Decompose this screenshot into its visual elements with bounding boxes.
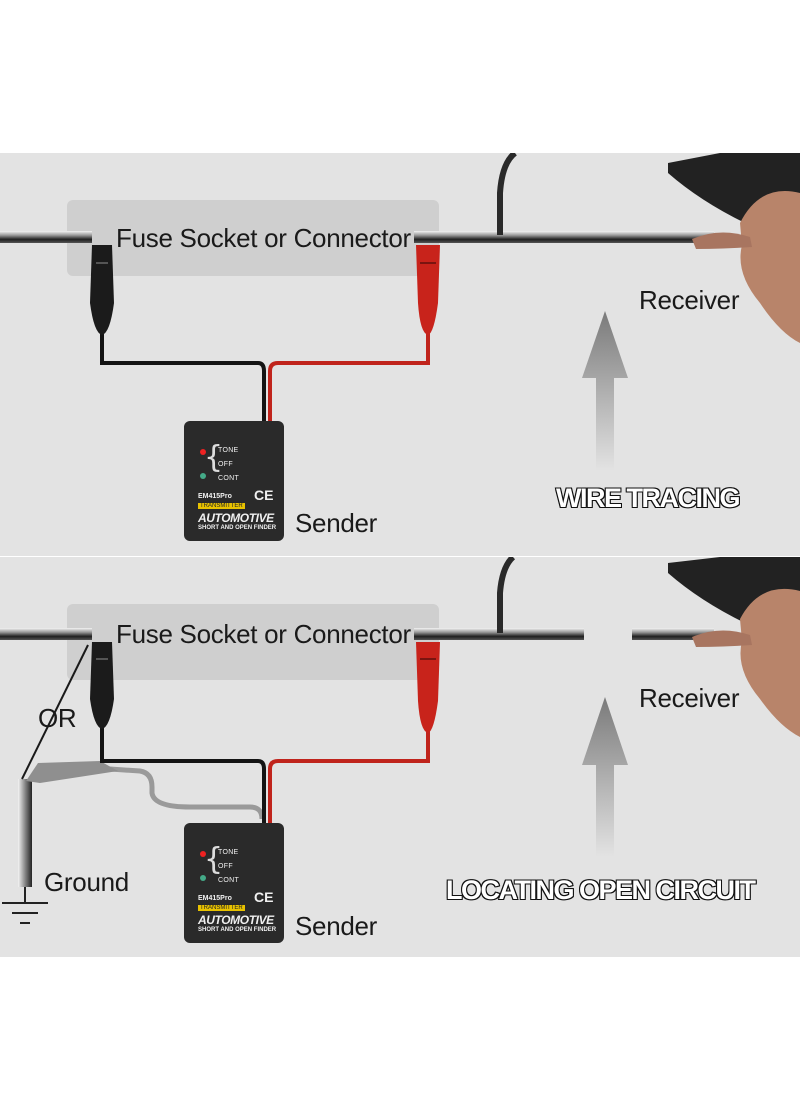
right-wire-segment — [414, 628, 584, 640]
wire-tracing-caption: WIRE TRACING — [555, 482, 741, 514]
product-subtitle: SHORT AND OPEN FINDER — [198, 525, 277, 531]
sender-label: Sender — [295, 508, 378, 538]
off-label: OFF — [218, 461, 233, 468]
model-label: EM415Pro — [198, 493, 232, 500]
ground-symbol-icon — [2, 887, 48, 924]
ce-mark: CE — [254, 487, 274, 503]
green-led-icon — [200, 875, 206, 881]
hand-icon — [692, 588, 800, 737]
sender-device: { TONE OFF CONT EM415Pro CE TRANSMITTER … — [184, 421, 284, 541]
product-subtitle: SHORT AND OPEN FINDER — [198, 927, 277, 933]
red-alligator-clip-icon — [416, 245, 440, 335]
red-lead — [268, 323, 430, 421]
open-circuit-illustration — [0, 557, 800, 924]
off-label: OFF — [218, 863, 233, 870]
black-alligator-clip-icon — [90, 642, 114, 729]
open-circuit-panel: Fuse Socket or Connector Receiver OR Gro… — [0, 557, 800, 957]
tone-label: TONE — [218, 849, 239, 856]
ground-label: Ground — [44, 867, 129, 897]
fuse-socket-label: Fuse Socket or Connector — [116, 619, 411, 649]
receiver-label: Receiver — [639, 683, 740, 713]
green-led-icon — [200, 473, 206, 479]
probe-gooseneck — [497, 153, 517, 235]
black-lead — [100, 719, 266, 825]
up-arrow-icon — [582, 311, 628, 471]
grey-ground-lead — [109, 766, 265, 820]
ground-post — [18, 779, 32, 887]
right-wire — [414, 231, 714, 243]
fuse-socket-label: Fuse Socket or Connector — [116, 223, 411, 253]
black-alligator-clip-icon — [90, 245, 114, 335]
probe-gooseneck — [497, 557, 516, 633]
sender-label: Sender — [295, 911, 378, 941]
red-alligator-clip-icon — [416, 642, 440, 733]
grey-ground-clip — [26, 761, 118, 783]
switch-brace-icon: { — [204, 440, 224, 475]
left-wire — [0, 231, 92, 243]
hand-icon — [692, 191, 800, 343]
wire-tracing-illustration — [0, 153, 800, 471]
tone-label: TONE — [218, 447, 239, 454]
sender-device: { TONE OFF CONT EM415Pro CE TRANSMITTER … — [184, 823, 284, 943]
black-lead — [100, 323, 266, 421]
brand-label: AUTOMOTIVE — [198, 913, 274, 927]
red-led-icon — [200, 449, 206, 455]
open-circuit-caption: LOCATING OPEN CIRCUIT — [445, 874, 757, 906]
transmitter-tag: TRANSMITTER — [198, 905, 245, 911]
or-label: OR — [38, 703, 77, 733]
ce-mark: CE — [254, 889, 274, 905]
wire-tracing-panel: Fuse Socket or Connector Receiver Sender… — [0, 153, 800, 556]
cont-label: CONT — [218, 475, 240, 482]
up-arrow-icon — [582, 697, 628, 857]
fuse-label-box — [67, 604, 439, 680]
red-lead — [268, 721, 430, 825]
fuse-label-box — [67, 200, 439, 276]
cont-label: CONT — [218, 877, 240, 884]
or-pointer-line — [21, 644, 89, 780]
left-wire — [0, 628, 92, 640]
transmitter-tag: TRANSMITTER — [198, 503, 245, 509]
model-label: EM415Pro — [198, 895, 232, 902]
brand-label: AUTOMOTIVE — [198, 511, 274, 525]
red-led-icon — [200, 851, 206, 857]
switch-brace-icon: { — [204, 842, 224, 877]
receiver-label: Receiver — [639, 285, 740, 315]
